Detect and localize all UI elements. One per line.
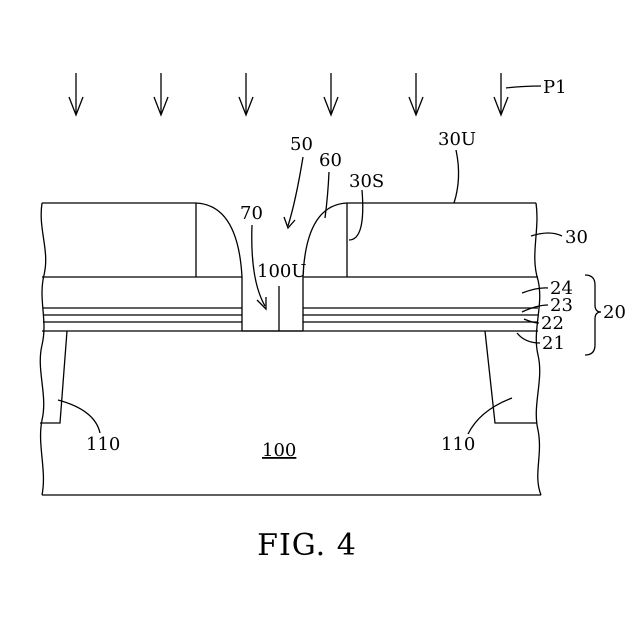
arrow-down-icon (324, 73, 338, 115)
arrow-down-icon (154, 73, 168, 115)
arrow-down-icon (239, 73, 253, 115)
figure-caption: FIG. 4 (257, 528, 357, 563)
label-110-left: 110 (86, 434, 120, 455)
label-110-right: 110 (441, 434, 475, 455)
label-100u: 100U (257, 261, 307, 282)
brace-20 (585, 275, 601, 355)
leader-24 (522, 288, 548, 293)
right-spacer (303, 203, 347, 331)
right-break-line (535, 203, 541, 495)
arrow-down-icon (494, 73, 508, 115)
label-20: 20 (603, 302, 626, 323)
arrow-down-icon (409, 73, 423, 115)
label-30: 30 (565, 227, 588, 248)
reference-labels: P1 50 60 30U 30S 70 100U 30 24 23 22 21 … (86, 77, 626, 461)
left-spacer (196, 203, 242, 331)
label-70: 70 (240, 203, 263, 224)
leader-60 (325, 172, 329, 218)
left-break-line (40, 203, 45, 495)
leader-lines (58, 150, 601, 434)
leader-30u (454, 150, 459, 203)
label-30u: 30U (438, 129, 476, 150)
arrow-down-icon (69, 73, 83, 115)
leader-110-left (58, 400, 100, 433)
right-isolation (485, 331, 537, 423)
leader-p1 (506, 86, 541, 88)
leader-50 (288, 157, 303, 226)
leader-110-right (468, 398, 512, 434)
stacked-layers-20 (42, 277, 538, 331)
label-100: 100 (262, 440, 296, 461)
label-60: 60 (319, 150, 342, 171)
implant-arrows (69, 73, 541, 115)
label-30s: 30S (349, 171, 384, 192)
label-22: 22 (541, 313, 564, 334)
label-p1: P1 (543, 77, 567, 98)
leader-30s (349, 190, 363, 240)
label-50: 50 (290, 134, 313, 155)
label-21: 21 (542, 333, 565, 354)
isolation-110 (40, 331, 537, 423)
